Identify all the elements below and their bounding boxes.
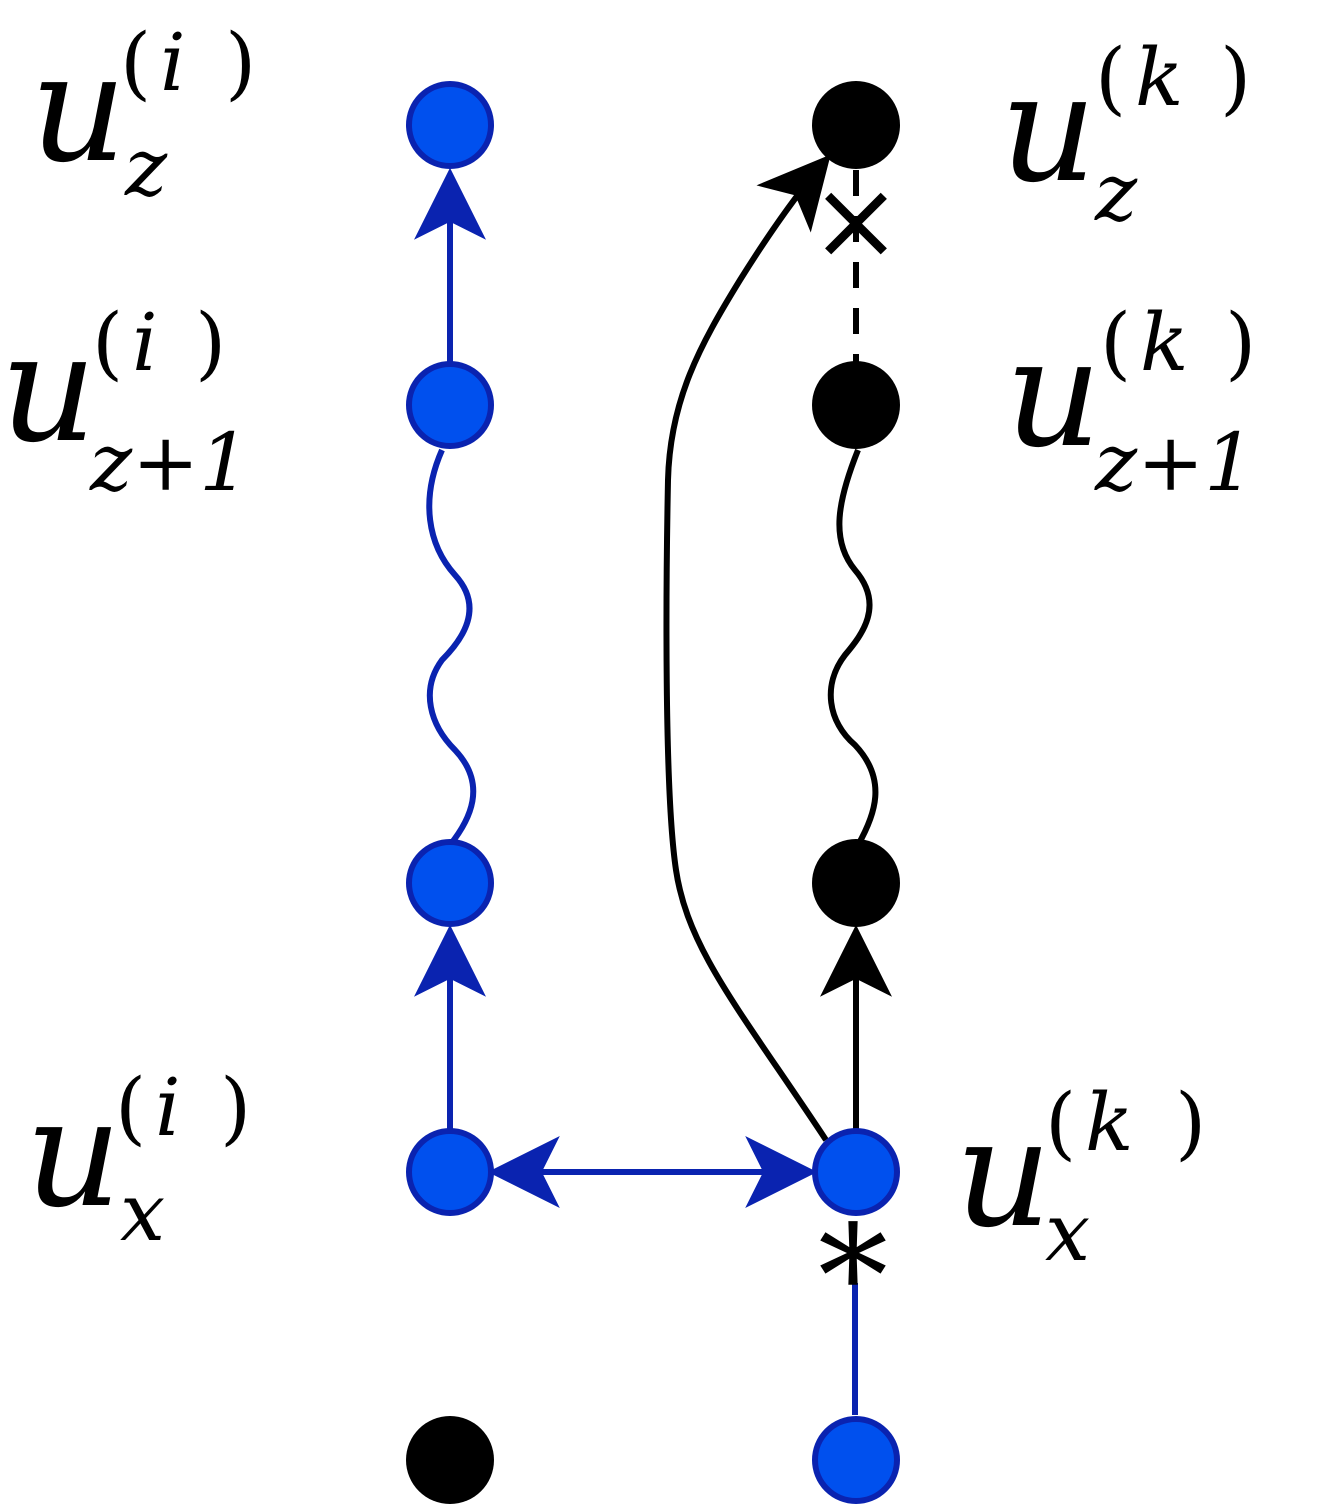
svg-text:i: i [132, 296, 158, 389]
label-uxk: u ( k ) x [955, 1076, 1206, 1279]
node-uz1k [812, 361, 900, 449]
curved-edge-uxk-to-uzk [663, 154, 831, 1142]
svg-text:x: x [120, 1166, 165, 1259]
svg-text:(: ( [1100, 296, 1131, 389]
svg-text:(: ( [120, 16, 151, 109]
label-uxi: u ( i ) x [25, 1061, 251, 1259]
svg-text:k: k [1085, 1076, 1133, 1169]
node-bottom-right [812, 1416, 900, 1504]
svg-text:u: u [1005, 307, 1102, 481]
label-uzi: u ( i ) z [30, 16, 256, 214]
node-uzk [812, 81, 900, 169]
svg-text:u: u [1000, 42, 1097, 216]
svg-text:i: i [155, 1061, 181, 1154]
node-uzi [406, 81, 494, 169]
svg-text:k: k [1140, 296, 1188, 389]
svg-text:(: ( [92, 296, 123, 389]
svg-text:u: u [25, 1067, 122, 1241]
svg-text:): ) [1175, 1076, 1206, 1169]
svg-text:z: z [1094, 146, 1138, 239]
svg-text:): ) [1220, 31, 1251, 124]
star-mark: * [818, 1196, 888, 1359]
svg-text:i: i [160, 16, 186, 109]
svg-text:k: k [1135, 31, 1183, 124]
node-uxk [812, 1128, 900, 1216]
label-uz1k: u ( k ) z+1 [1005, 296, 1256, 509]
svg-text:u: u [0, 302, 97, 476]
node-mid-right [812, 839, 900, 927]
svg-text:z: z [124, 121, 168, 214]
svg-text:): ) [195, 296, 226, 389]
node-uz1i [406, 361, 494, 449]
svg-text:z+1: z+1 [1094, 416, 1255, 509]
svg-text:): ) [225, 16, 256, 109]
svg-text:x: x [1045, 1186, 1090, 1279]
cross-mark: × [810, 156, 902, 284]
svg-text:(: ( [1095, 31, 1126, 124]
label-uzk: u ( k ) z [1000, 31, 1251, 239]
svg-text:): ) [1225, 296, 1256, 389]
svg-text:u: u [30, 22, 127, 196]
node-mid-left [406, 839, 494, 927]
label-uz1i: u ( i ) z+1 [0, 296, 250, 509]
wavy-edge-right [827, 448, 879, 847]
node-bottom-left [406, 1416, 494, 1504]
svg-text:u: u [955, 1087, 1052, 1261]
svg-text:): ) [220, 1061, 251, 1154]
svg-text:(: ( [115, 1061, 146, 1154]
svg-text:(: ( [1045, 1076, 1076, 1169]
svg-text:z+1: z+1 [89, 416, 250, 509]
node-uxi [406, 1128, 494, 1216]
wavy-edge-left [426, 448, 477, 847]
